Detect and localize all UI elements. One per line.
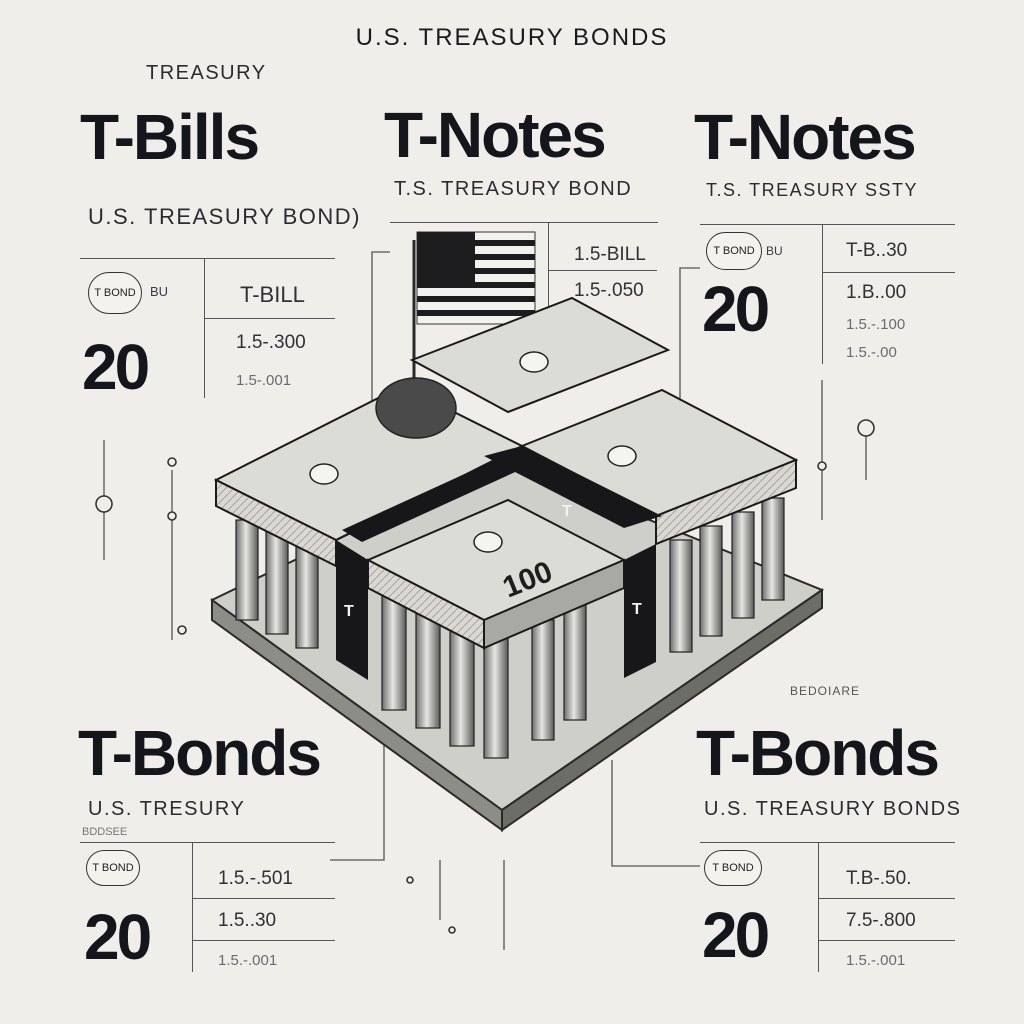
tbonds-left-number: 20 <box>84 901 152 973</box>
tbills-title: T-Bills <box>80 101 260 173</box>
tbonds-left-subtitle: U.S. TRESURY <box>88 798 246 820</box>
tnotes-right-column-divider <box>822 224 823 364</box>
tbonds-left-divider <box>80 842 335 843</box>
tnotes-right-title: T-Notes <box>694 101 917 173</box>
tnotes-center-divider <box>390 222 658 223</box>
tnotes-center-subtitle: T.S. TREASURY BOND <box>394 178 633 200</box>
tnotes-center-value-1: 1.5-BILL <box>574 244 646 265</box>
page-title: U.S. TREASURY BONDS <box>355 24 669 51</box>
tnotes-right-value-2: 1.B..00 <box>846 282 907 303</box>
tnotes-right-subtitle: T.S. TREASURY SSTY <box>706 180 919 200</box>
tbonds-right-pill: T BOND <box>704 850 762 886</box>
tbonds-right-value-1: T.B-.50. <box>846 868 912 889</box>
band-letter-3: T <box>632 601 642 618</box>
tbonds-left-value-2: 1.5..30 <box>218 910 277 931</box>
tbonds-right-column-divider <box>818 842 819 972</box>
tbonds-left-column-divider <box>192 842 193 972</box>
tbills-value-1: 1.5-.300 <box>236 332 306 353</box>
tbills-value-2: 1.5-.001 <box>236 372 292 389</box>
tnotes-center-value-2: 1.5-.050 <box>574 280 644 301</box>
tbonds-right-subtitle: U.S. TREASURY BONDS <box>704 798 962 820</box>
flag-icon <box>412 231 536 460</box>
tnotes-center-row-divider <box>549 270 657 271</box>
tnotes-center-title: T-Notes <box>384 99 607 171</box>
band-letter-1: T <box>344 603 354 620</box>
tbonds-right-value-2: 7.5-.800 <box>846 910 916 931</box>
tbills-pill: T BOND <box>88 272 142 314</box>
tnotes-right-number: 20 <box>702 273 770 345</box>
tbonds-right-row-divider <box>819 898 955 899</box>
tnotes-right-row-divider <box>823 272 955 273</box>
tnotes-right-divider <box>700 224 955 225</box>
tbills-label: T-BILL <box>240 282 305 307</box>
tbonds-right-kicker: BEDOIARE <box>790 684 861 698</box>
tnotes-right-pill: T BOND <box>706 232 762 270</box>
tbonds-left-value-3: 1.5.-.001 <box>218 952 278 969</box>
band-letter-2: T <box>562 503 572 520</box>
tnotes-right-value-3: 1.5.-.100 <box>846 316 906 333</box>
tbonds-left-row-divider-2 <box>193 940 335 941</box>
tnotes-right-value-1: T-B..30 <box>846 240 908 261</box>
tbills-kicker: TREASURY <box>146 62 267 84</box>
tbonds-left-small: BDDSEE <box>82 826 128 838</box>
tbills-divider <box>80 258 335 259</box>
tnotes-right-value-4: 1.5.-.00 <box>846 344 897 361</box>
bond-building-illustration: 100 T T T <box>210 231 825 832</box>
tnotes-right-pill-side: BU <box>766 244 783 258</box>
tbonds-right-value-3: 1.5.-.001 <box>846 952 906 969</box>
tbills-row-divider <box>205 318 335 319</box>
tbonds-left-title: T-Bonds <box>78 717 322 789</box>
tbonds-right-divider <box>700 842 955 843</box>
tbills-pill-side: BU <box>150 284 169 299</box>
tbills-number: 20 <box>82 331 150 403</box>
tbonds-right-number: 20 <box>702 899 770 971</box>
tbonds-left-row-divider <box>193 898 335 899</box>
tnotes-center-column-divider <box>548 222 549 312</box>
tbonds-left-pill: T BOND <box>86 850 140 886</box>
tbonds-right-title: T-Bonds <box>696 717 940 789</box>
tbonds-left-value-1: 1.5.-.501 <box>218 868 293 889</box>
tbonds-right-row-divider-2 <box>819 940 955 941</box>
tbills-subtitle: U.S. TREASURY BOND) <box>88 204 362 229</box>
tbills-column-divider <box>204 258 205 398</box>
